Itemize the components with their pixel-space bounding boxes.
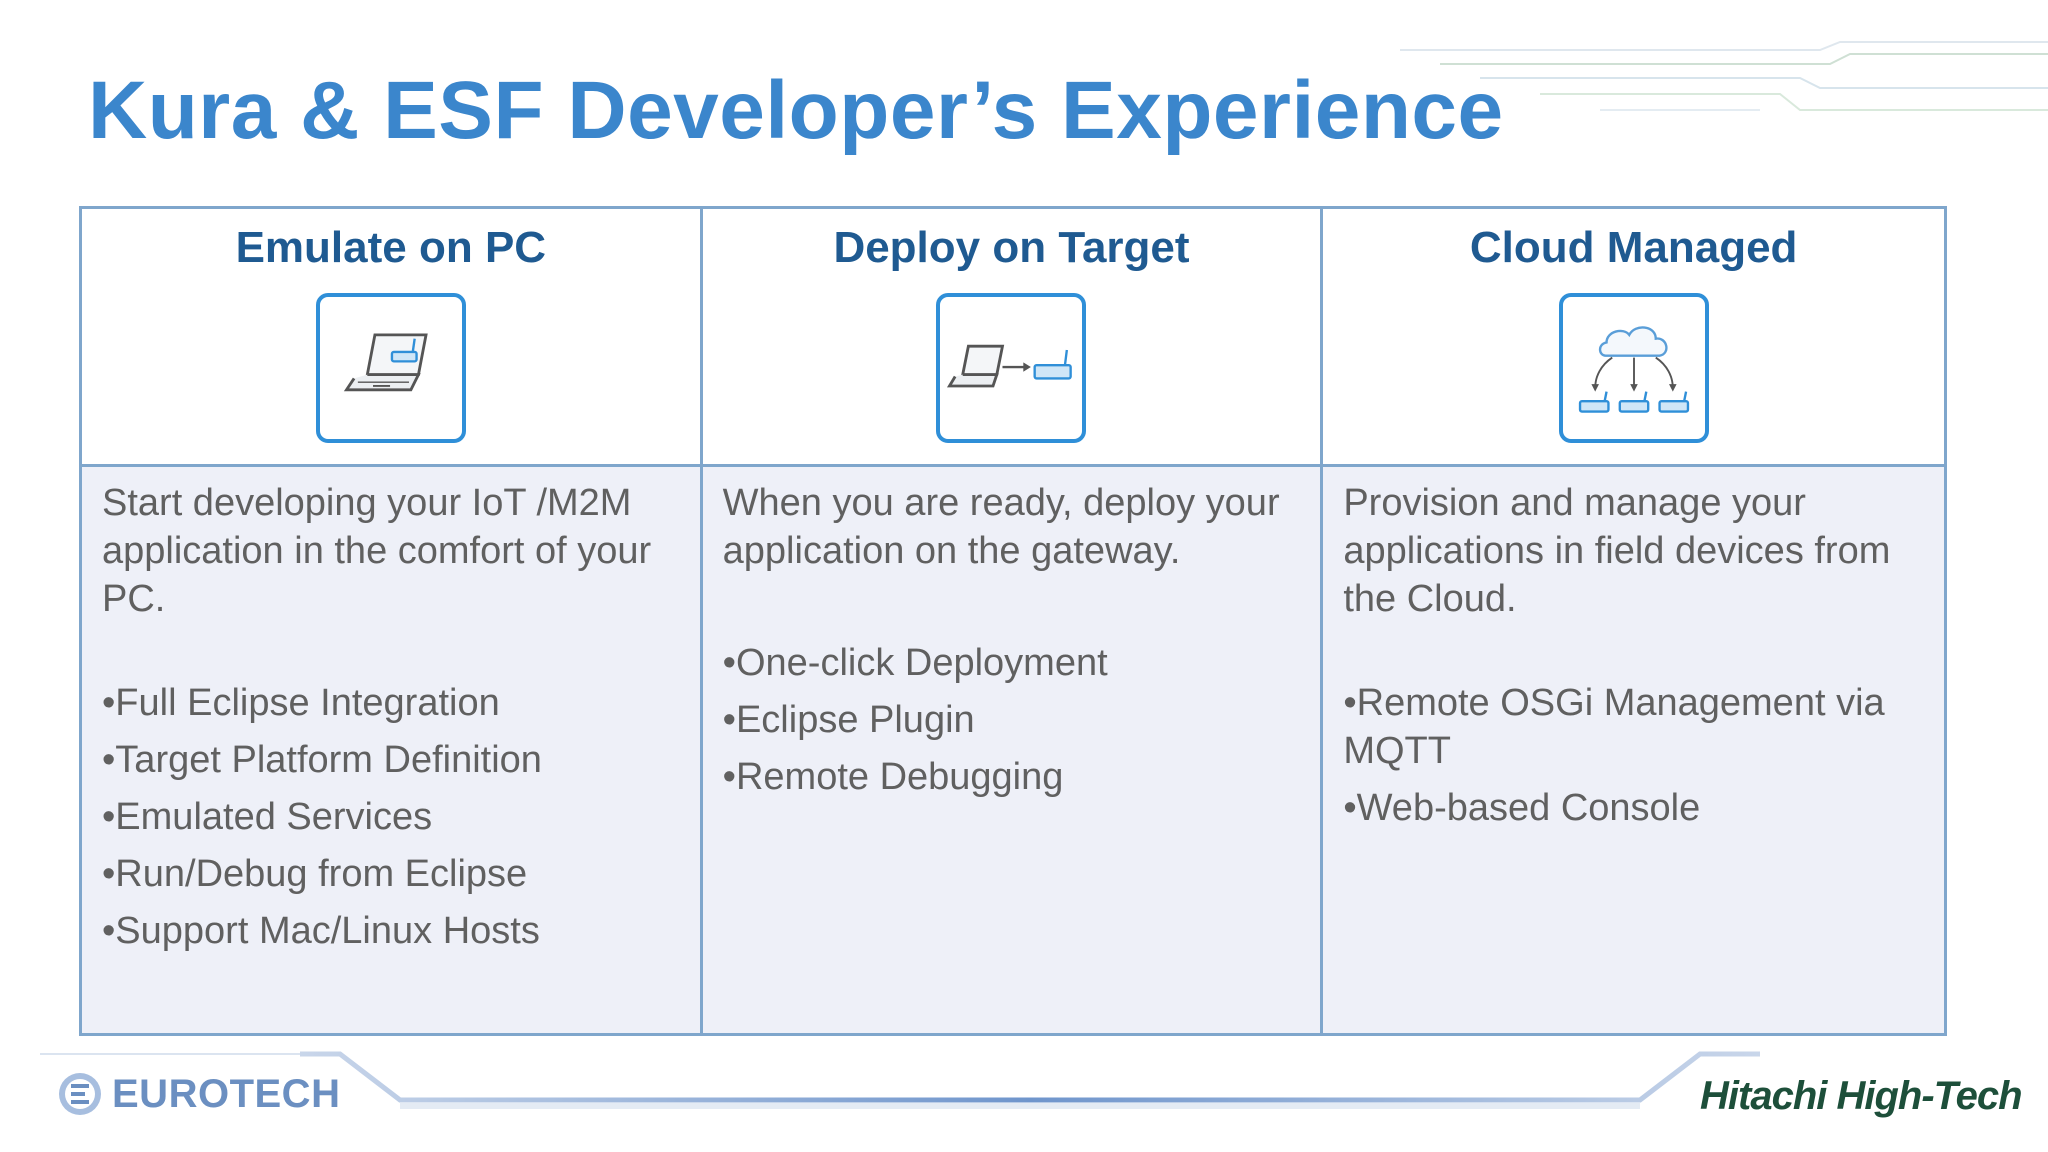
slide-title: Kura & ESF Developer’s Experience: [88, 65, 1504, 156]
feature-list: •Remote OSGi Management via MQTT •Web-ba…: [1343, 679, 1924, 832]
column-header-emulate: Emulate on PC: [82, 209, 703, 467]
column-header-cloud: Cloud Managed: [1323, 209, 1944, 467]
comparison-table: Emulate on PC Deploy on Target: [79, 206, 1947, 1036]
column-heading: Cloud Managed: [1469, 223, 1798, 272]
column-intro: Provision and manage your applications i…: [1343, 482, 1891, 620]
list-item: •Support Mac/Linux Hosts: [102, 910, 540, 952]
column-body-cloud: Provision and manage your applications i…: [1323, 467, 1944, 1033]
laptop-router-icon: [315, 293, 466, 443]
eurotech-logo: EUROTECH: [56, 1070, 340, 1118]
list-item: •Web-based Console: [1343, 787, 1701, 829]
column-heading: Emulate on PC: [235, 223, 547, 272]
laptop-to-gateway-icon: [936, 293, 1087, 443]
column-header-deploy: Deploy on Target: [702, 209, 1324, 467]
column-body-emulate: Start developing your IoT /M2M applicati…: [82, 467, 703, 1033]
column-intro: Start developing your IoT /M2M applicati…: [102, 482, 652, 620]
list-item: •Emulated Services: [102, 796, 433, 838]
list-item: •Full Eclipse Integration: [102, 682, 500, 724]
list-item: •Remote Debugging: [722, 756, 1064, 798]
column-heading: Deploy on Target: [833, 223, 1190, 272]
list-item: •Remote OSGi Management via MQTT: [1343, 682, 1885, 772]
eurotech-emblem-icon: [59, 1073, 101, 1115]
footer-band: [40, 1051, 1760, 1109]
list-item: •Eclipse Plugin: [722, 699, 975, 741]
list-item: •Target Platform Definition: [102, 739, 542, 781]
decorative-lines: [1400, 41, 2048, 111]
list-item: •Run/Debug from Eclipse: [102, 853, 528, 895]
feature-list: •One-click Deployment •Eclipse Plugin •R…: [723, 639, 1301, 801]
feature-list: •Full Eclipse Integration •Target Platfo…: [102, 679, 680, 955]
hitachi-logo: Hitachi High-Tech: [1700, 1074, 2023, 1118]
column-body-deploy: When you are ready, deploy your applicat…: [702, 467, 1324, 1033]
cloud-devices-icon: [1558, 293, 1709, 443]
eurotech-wordmark: EUROTECH: [112, 1071, 341, 1116]
column-intro: When you are ready, deploy your applicat…: [722, 482, 1280, 572]
list-item: •One-click Deployment: [722, 642, 1108, 684]
